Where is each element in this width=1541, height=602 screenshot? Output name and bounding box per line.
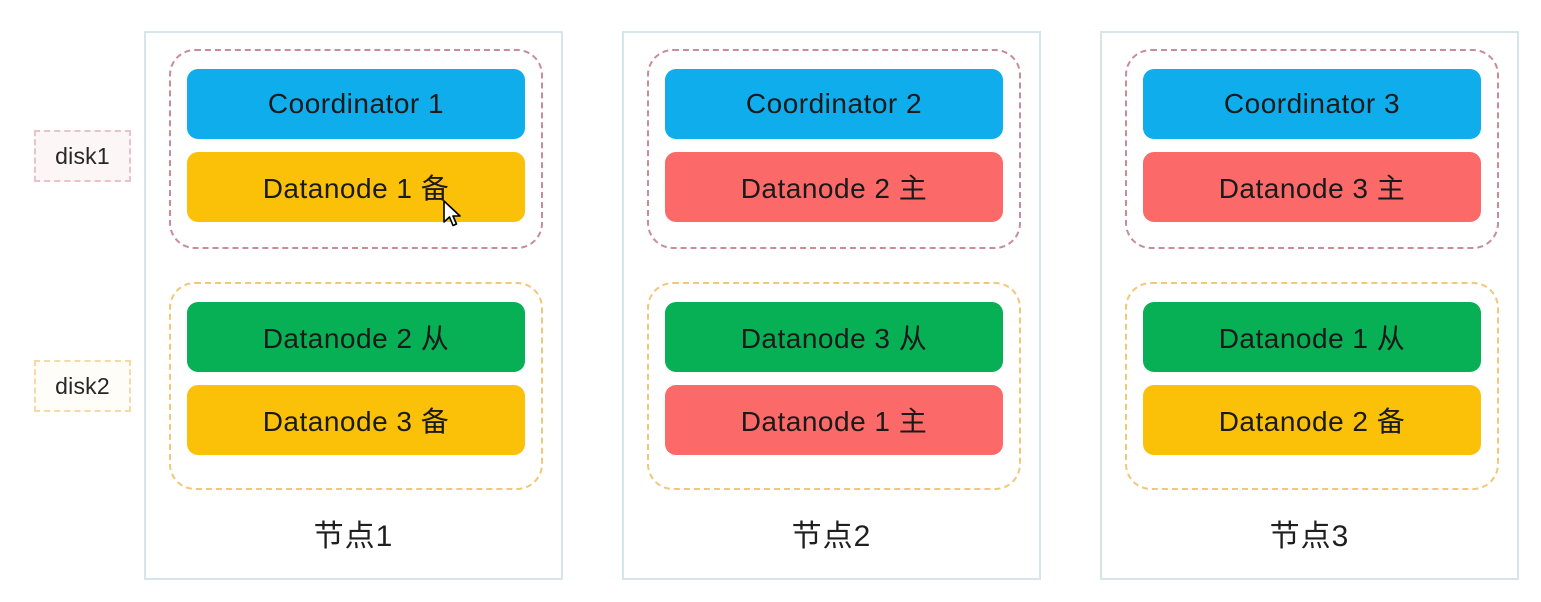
- node-panel-2: Coordinator 2 Datanode 2 主 Datanode 3 从 …: [622, 31, 1041, 580]
- node-1-disk2-group: Datanode 2 从 Datanode 3 备: [169, 282, 543, 490]
- legend-disk2: disk2: [34, 360, 131, 412]
- service-box-datanode-master[interactable]: Datanode 3 主: [1143, 152, 1481, 222]
- service-box-datanode-slave[interactable]: Datanode 1 从: [1143, 302, 1481, 372]
- legend-disk2-label: disk2: [55, 372, 110, 399]
- service-box-coordinator[interactable]: Coordinator 3: [1143, 69, 1481, 139]
- legend-disk1-label: disk1: [55, 142, 110, 169]
- node-3-disk1-group: Coordinator 3 Datanode 3 主: [1125, 49, 1499, 249]
- service-box-datanode-backup[interactable]: Datanode 1 备: [187, 152, 525, 222]
- node-2-disk1-group: Coordinator 2 Datanode 2 主: [647, 49, 1021, 249]
- node-panel-3: Coordinator 3 Datanode 3 主 Datanode 1 从 …: [1100, 31, 1519, 580]
- node-1-disk1-group: Coordinator 1 Datanode 1 备: [169, 49, 543, 249]
- service-box-datanode-slave[interactable]: Datanode 3 从: [665, 302, 1003, 372]
- service-box-coordinator[interactable]: Coordinator 2: [665, 69, 1003, 139]
- node-panel-1: Coordinator 1 Datanode 1 备 Datanode 2 从 …: [144, 31, 563, 580]
- node-3-caption: 节点3: [1269, 520, 1350, 553]
- legend-disk1: disk1: [34, 130, 131, 182]
- service-box-datanode-master[interactable]: Datanode 1 主: [665, 385, 1003, 455]
- node-2-disk2-group: Datanode 3 从 Datanode 1 主: [647, 282, 1021, 490]
- service-box-datanode-backup[interactable]: Datanode 2 备: [1143, 385, 1481, 455]
- service-box-coordinator[interactable]: Coordinator 1: [187, 69, 525, 139]
- service-box-datanode-backup[interactable]: Datanode 3 备: [187, 385, 525, 455]
- node-1-caption: 节点1: [313, 520, 394, 553]
- service-box-datanode-master[interactable]: Datanode 2 主: [665, 152, 1003, 222]
- service-box-datanode-slave[interactable]: Datanode 2 从: [187, 302, 525, 372]
- node-2-caption: 节点2: [791, 520, 872, 553]
- node-3-disk2-group: Datanode 1 从 Datanode 2 备: [1125, 282, 1499, 490]
